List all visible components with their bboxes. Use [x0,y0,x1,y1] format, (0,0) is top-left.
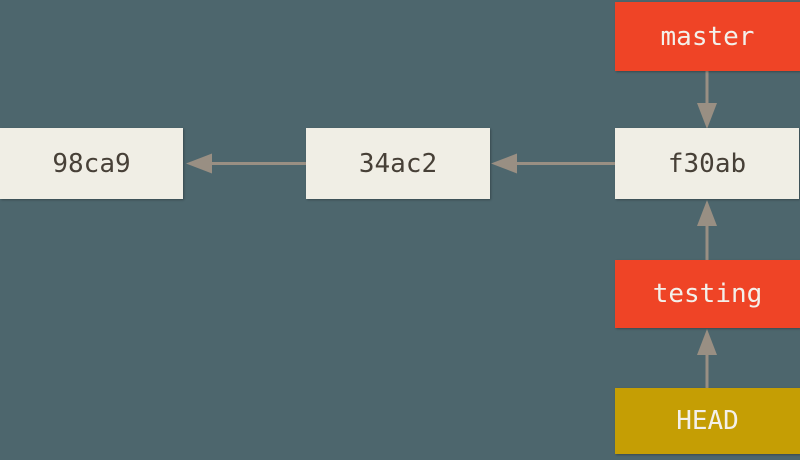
arrow-testing-to-f30ab [697,200,717,260]
head-label: HEAD [676,406,739,436]
commit-box-34ac2: 34ac2 [306,128,490,199]
commit-id: f30ab [667,148,747,179]
branch-label: master [660,21,755,52]
arrow-master-to-f30ab [697,71,717,129]
commit-id: 98ca9 [52,148,131,179]
commit-box-f30ab: f30ab [615,128,799,199]
branch-label: testing [652,279,763,309]
branch-tag-testing: testing [615,260,800,328]
branch-tag-master: master [615,2,800,71]
commit-id: 34ac2 [358,148,438,179]
arrow-34ac2-to-98ca9 [186,153,306,174]
commit-box-98ca9: 98ca9 [0,128,183,199]
arrow-head-to-testing [697,329,717,388]
head-tag: HEAD [615,388,800,454]
arrow-f30ab-to-34ac2 [491,153,615,174]
